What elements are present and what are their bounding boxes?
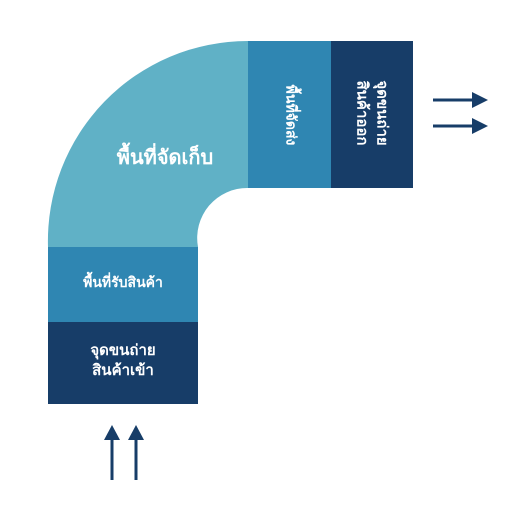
outbound-dock-label-line2: สินค้าออก [353, 80, 371, 146]
inbound-dock-label-line1: จุดขนถ่าย [90, 341, 156, 359]
inbound-dock-zone [48, 322, 198, 404]
shipping-label: พื้นที่จัดส่ง [282, 84, 299, 146]
shipping-zone [248, 41, 331, 188]
outbound-dock-label: จุดขนถ่าย สินค้าออก [352, 80, 393, 145]
storage-label: พื้นที่จัดเก็บ [116, 145, 214, 169]
arrow-right-icon [433, 118, 488, 134]
receiving-zone [48, 247, 198, 322]
outbound-dock-zone [331, 41, 413, 188]
inbound-dock-label: จุดขนถ่าย สินค้าเข้า [48, 340, 198, 381]
arrow-right-icon [433, 92, 488, 108]
outbound-dock-label-line1: จุดขนถ่าย [373, 80, 392, 146]
storage-zone [47, 40, 249, 247]
inbound-dock-label-line2: สินค้าเข้า [92, 361, 154, 380]
arrow-up-icon [128, 425, 144, 480]
receiving-label: พื้นที่รับสินค้า [83, 275, 163, 291]
arrow-up-icon [104, 425, 120, 480]
